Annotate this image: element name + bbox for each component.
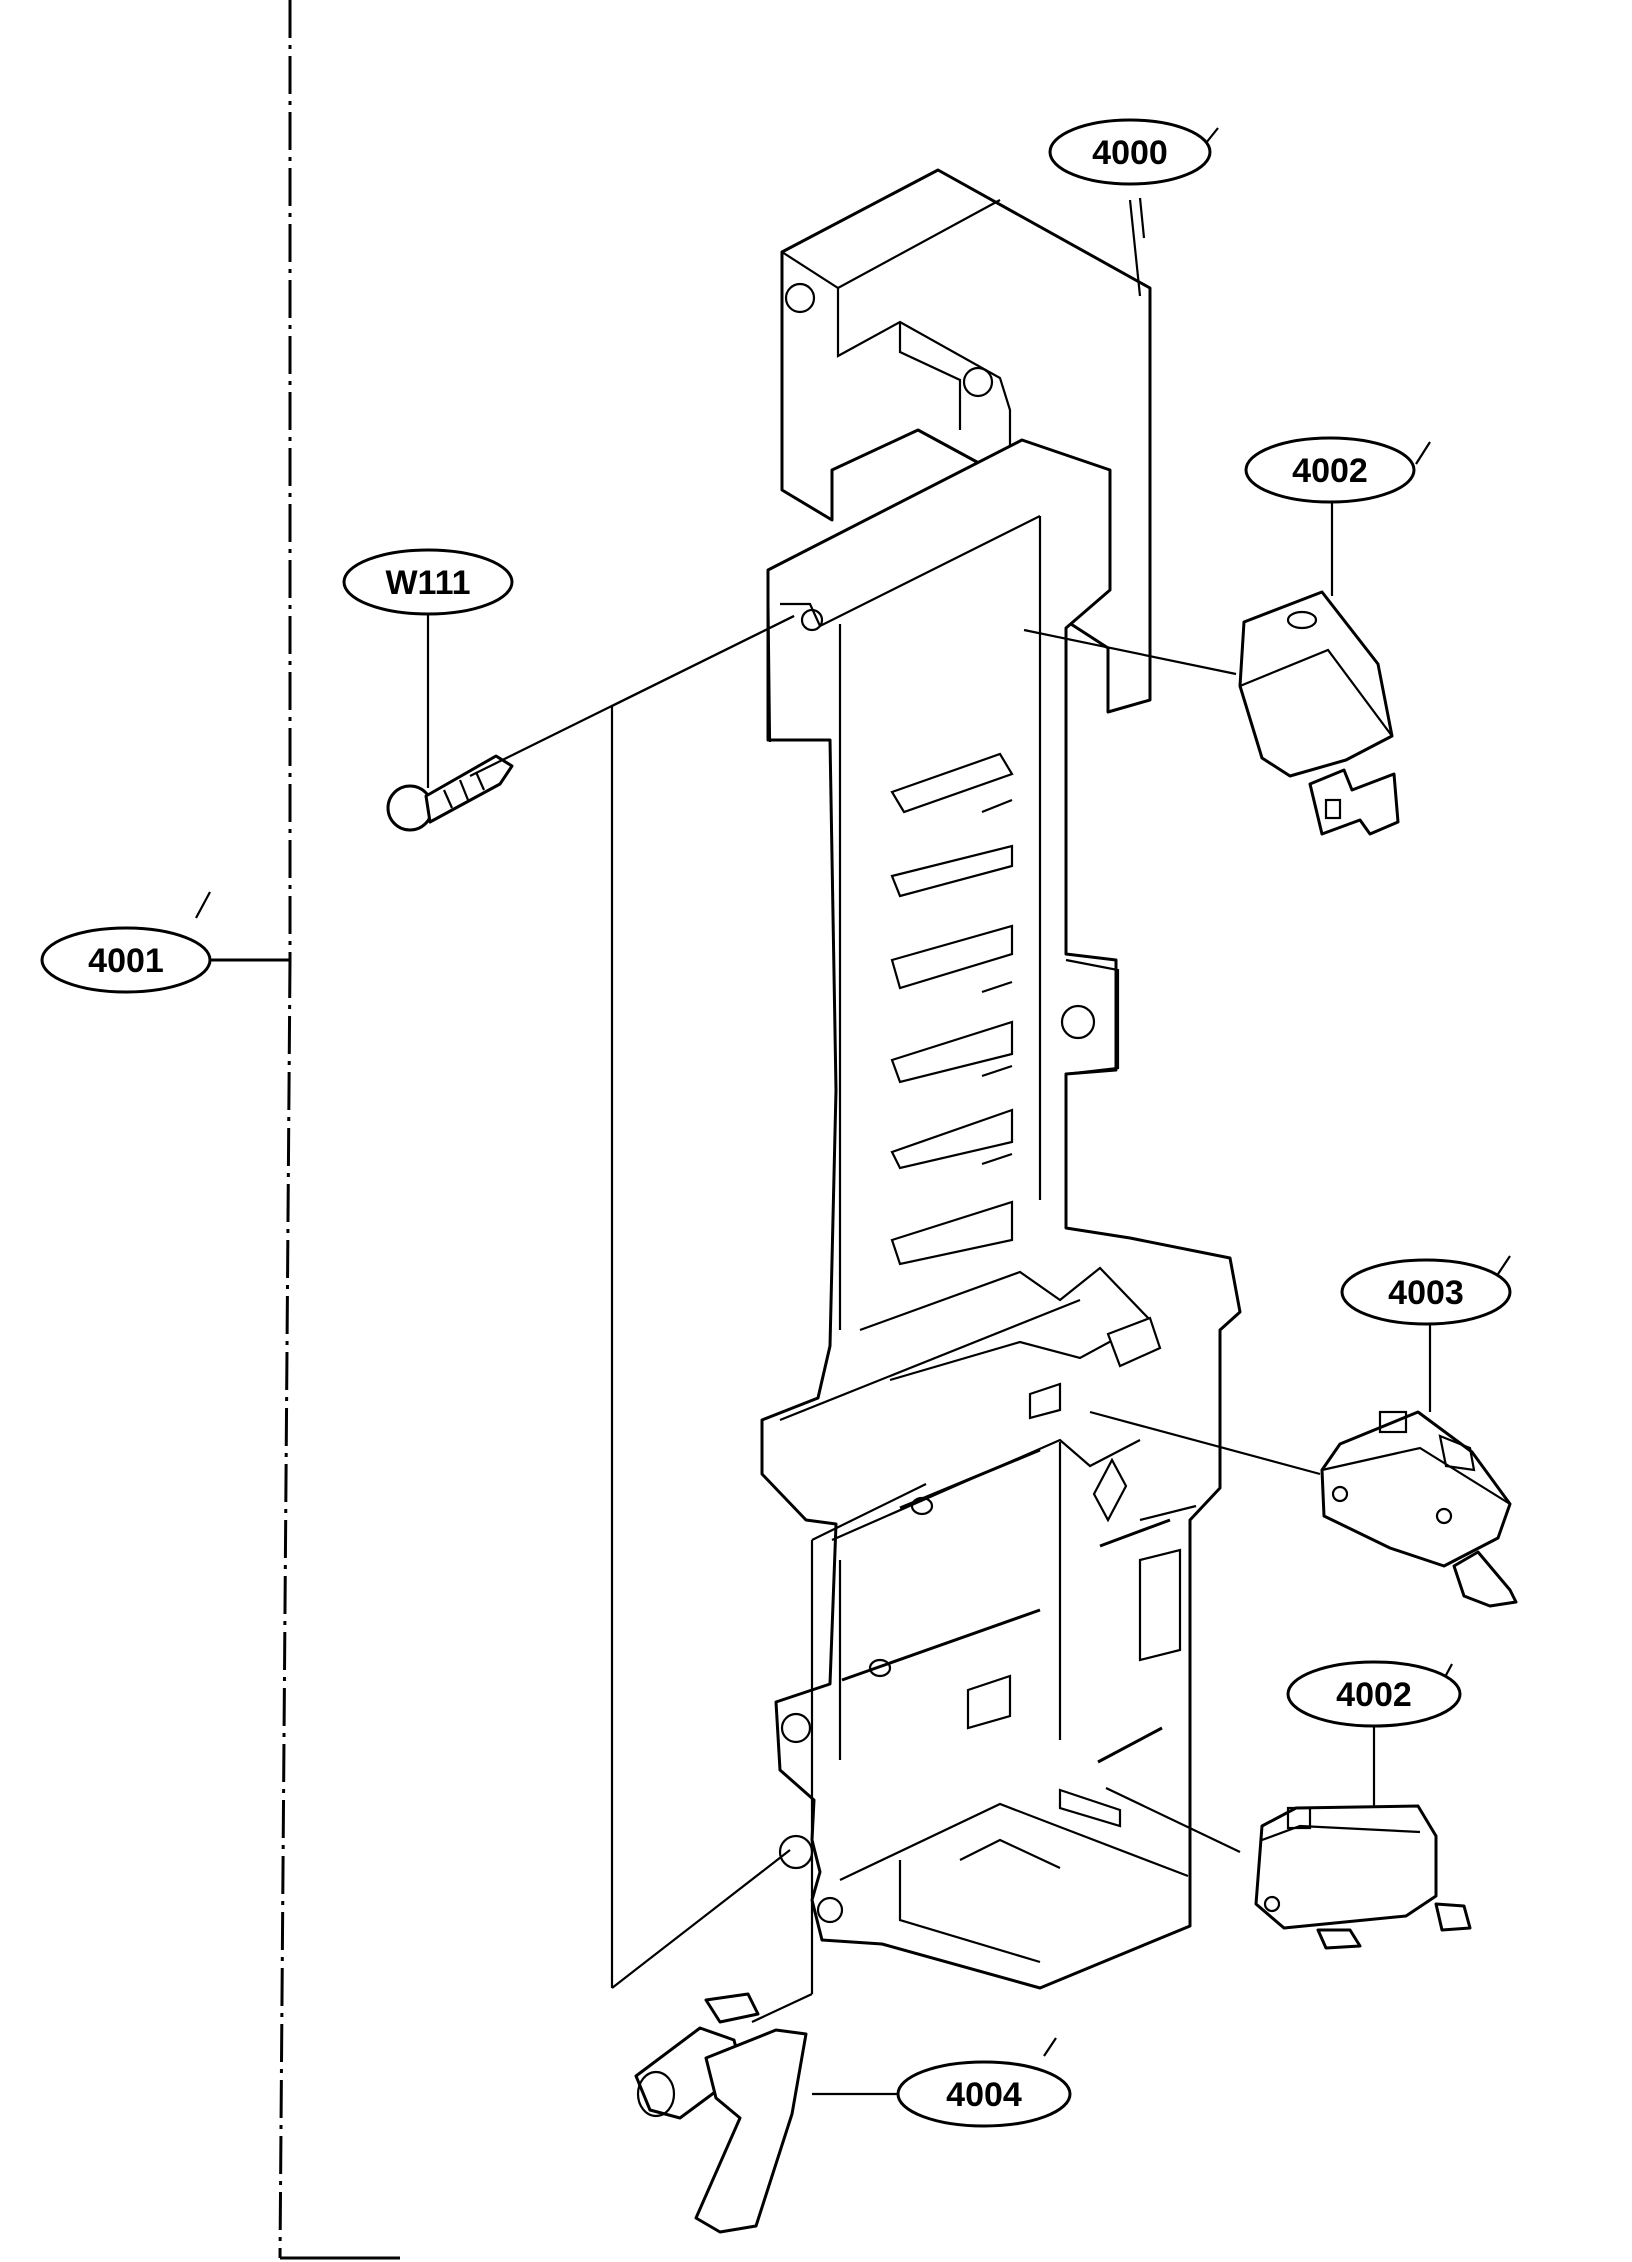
latch-body-part bbox=[760, 168, 1242, 1990]
callout-4003: 4003 bbox=[1340, 1258, 1512, 1326]
callout-4001: 4001 bbox=[40, 926, 212, 994]
assembly-bracket-line bbox=[210, 0, 400, 2260]
micro-switch-middle-part bbox=[1320, 1410, 1518, 1608]
callout-label-4002-lower: 4002 bbox=[1336, 1676, 1412, 1714]
latch-rungs bbox=[890, 752, 1014, 1266]
callout-4002-lower: 4002 bbox=[1286, 1660, 1462, 1728]
callout-4004: 4004 bbox=[896, 2060, 1072, 2128]
callout-label-4001: 4001 bbox=[88, 942, 164, 980]
callout-4000: 4000 bbox=[1048, 118, 1212, 186]
callout-w111: W111 bbox=[342, 548, 514, 616]
micro-switch-upper-part bbox=[1238, 590, 1400, 836]
callout-label-4004: 4004 bbox=[946, 2076, 1022, 2114]
leader-lines bbox=[195, 127, 1511, 2096]
micro-switch-lower-part bbox=[1254, 1804, 1472, 1950]
callout-label-4003: 4003 bbox=[1388, 1274, 1464, 1312]
callout-label-4000: 4000 bbox=[1092, 134, 1168, 172]
latch-lever-part bbox=[634, 1992, 808, 2234]
screw-part bbox=[386, 754, 514, 832]
callout-label-4002-upper: 4002 bbox=[1292, 452, 1368, 490]
callout-4002-upper: 4002 bbox=[1244, 436, 1416, 504]
callout-label-w111: W111 bbox=[385, 564, 470, 602]
